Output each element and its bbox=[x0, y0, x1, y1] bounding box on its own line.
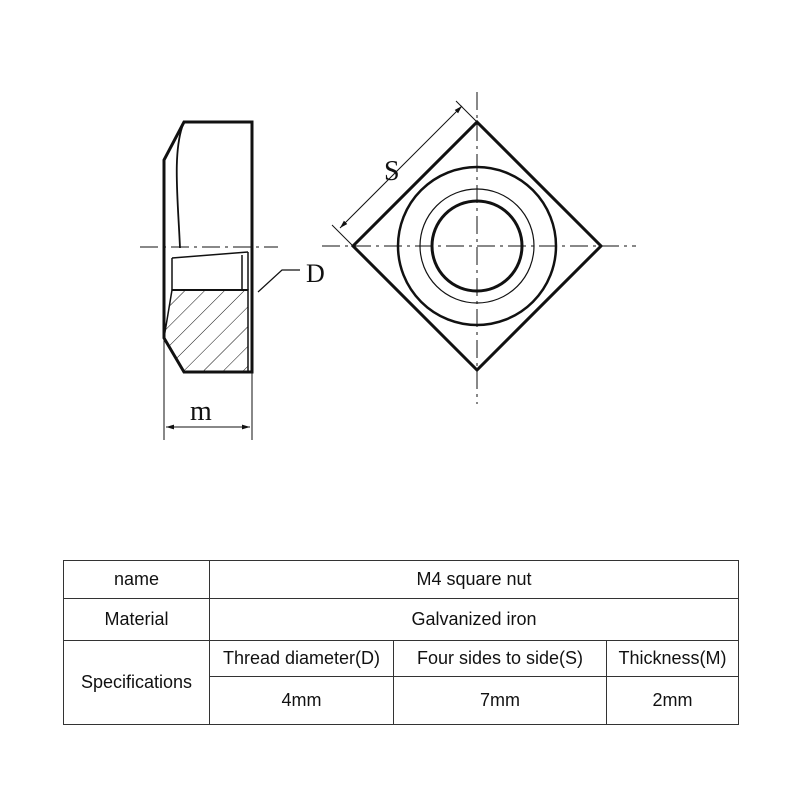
square-nut-technical-drawing: D m S bbox=[140, 92, 636, 440]
side-view bbox=[140, 120, 300, 440]
bore-circle bbox=[430, 199, 524, 293]
washer-face-circle bbox=[396, 165, 558, 327]
spec-header-sides: Four sides to side(S) bbox=[393, 640, 607, 677]
name-label-cell: name bbox=[63, 560, 210, 599]
material-label-cell: Material bbox=[63, 598, 210, 641]
table-row-material: Material Galvanized iron bbox=[63, 598, 740, 641]
label-m: m bbox=[190, 396, 212, 427]
spec-value-thickness: 2mm bbox=[605, 676, 740, 725]
d-leader-line bbox=[257, 269, 300, 293]
spec-value-sides: 7mm bbox=[393, 676, 607, 725]
specification-table: name M4 square nut Material Galvanized i… bbox=[63, 560, 740, 725]
s-dimension-line bbox=[339, 105, 463, 229]
s-extension-left bbox=[331, 224, 354, 247]
spec-header-thickness: Thickness(M) bbox=[605, 640, 740, 677]
spec-value-thread: 4mm bbox=[209, 676, 394, 725]
material-value-cell: Galvanized iron bbox=[208, 598, 740, 641]
thread-circle-outer bbox=[419, 188, 535, 304]
thread-line-top bbox=[171, 251, 249, 259]
s-extension-top bbox=[455, 100, 478, 123]
name-value-cell: M4 square nut bbox=[208, 560, 740, 599]
table-row-name: name M4 square nut bbox=[63, 560, 740, 599]
label-d: D bbox=[306, 259, 325, 288]
table-row-spec-headers: Specifications Thread diameter(D) Four s… bbox=[63, 640, 740, 725]
spec-header-thread: Thread diameter(D) bbox=[209, 640, 394, 677]
side-outline bbox=[162, 120, 254, 374]
front-view bbox=[322, 92, 636, 404]
label-s: S bbox=[384, 156, 400, 187]
chamfer-curve bbox=[175, 121, 185, 249]
table-row-spec-values: 4mm 7mm 2mm bbox=[64, 676, 740, 725]
specifications-label-cell: Specifications bbox=[63, 640, 210, 725]
